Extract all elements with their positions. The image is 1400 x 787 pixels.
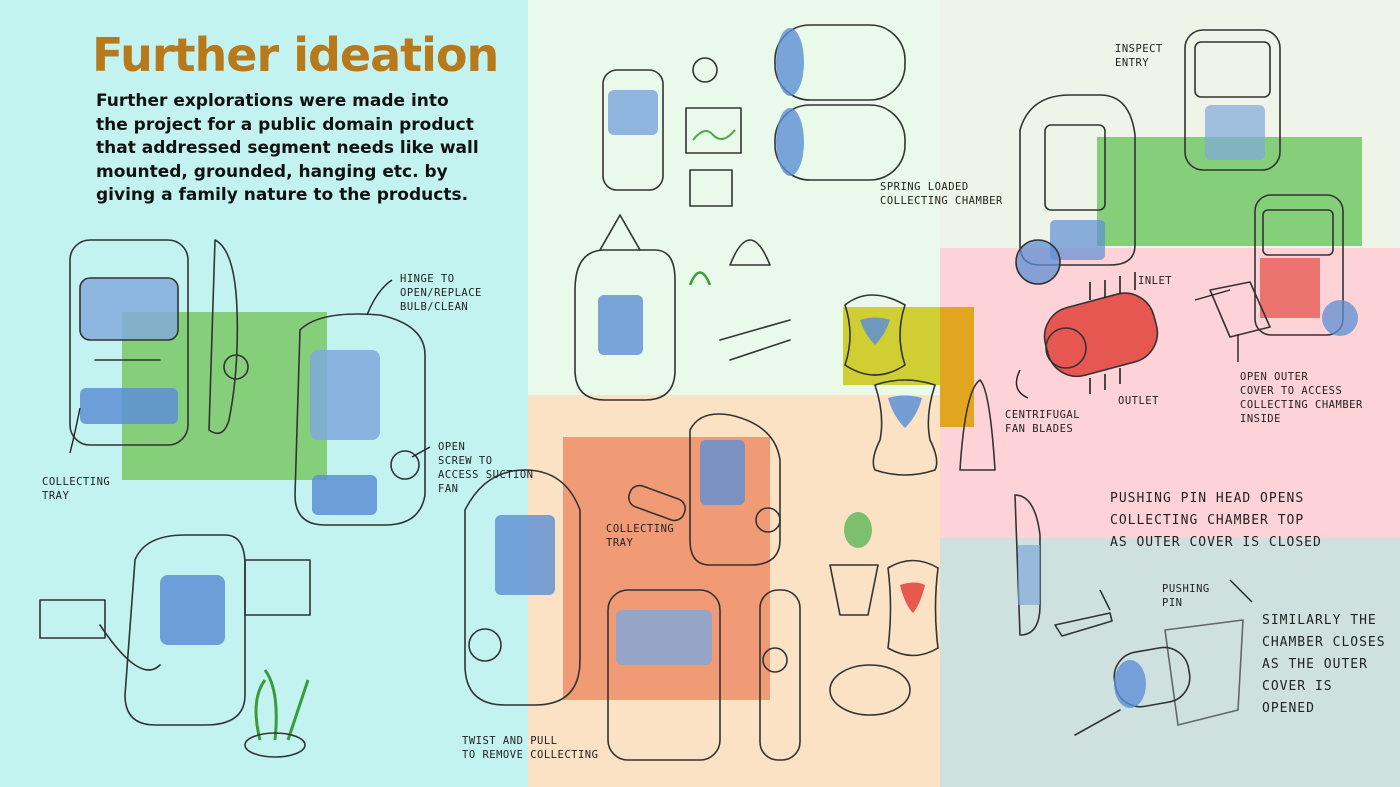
wall-unit-side-sketch <box>208 239 239 435</box>
label-similarly: Similarly the chamber closes as the oute… <box>1262 613 1386 716</box>
label-inlet: Inlet <box>1138 275 1173 287</box>
label-open-outer-cover: Open outer cover to access collecting ch… <box>1240 371 1363 425</box>
label-centrifugal: Centrifugal fan blades <box>1005 409 1081 435</box>
wall-unit-lower-sketch <box>39 534 311 758</box>
label-twist-pull: Twist and pull to remove collecting <box>462 735 599 761</box>
label-collecting-tray-center: Collecting tray <box>606 523 675 549</box>
wall-unit-front-sketch <box>69 239 189 446</box>
right-top-sketches <box>1015 29 1281 285</box>
grounded-unit-sketches <box>872 379 996 476</box>
label-pushing-pin: Pushing pin <box>1162 583 1210 609</box>
label-open-screw: Open screw to access suction fan <box>438 441 534 495</box>
center-top-sketches <box>574 24 906 401</box>
right-middle-sketches <box>1043 194 1358 394</box>
label-pushing-pin-head: Pushing pin head opens collecting chambe… <box>1110 491 1322 550</box>
panel-pink-right <box>940 248 1400 538</box>
right-bottom-sketches <box>1014 494 1244 736</box>
label-inspect-entry: Inspect entry <box>1115 43 1163 69</box>
label-hinge: Hinge to open/replace bulb/clean <box>400 273 482 313</box>
page-title: Further ideation <box>92 28 499 82</box>
page-description: Further explorations were made into the … <box>96 91 479 205</box>
center-bottom-sketches <box>464 413 939 761</box>
annotation-arrows <box>69 279 1253 611</box>
label-collecting-tray: Collecting tray <box>42 476 111 502</box>
label-outlet: Outlet <box>1118 395 1159 407</box>
label-spring-loaded: Spring loaded collecting chamber <box>880 181 1003 207</box>
wall-unit-perspective-sketch <box>223 313 426 526</box>
